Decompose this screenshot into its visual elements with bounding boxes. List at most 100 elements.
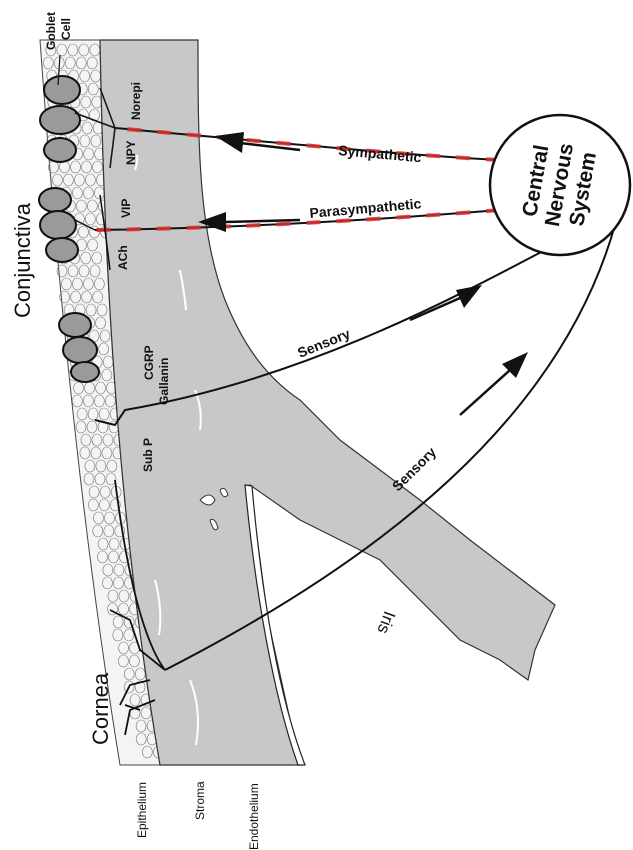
endothelium-layer — [244, 484, 306, 766]
npy-label: NPY — [124, 140, 138, 165]
iris-label: Iris — [373, 609, 399, 637]
keratocyte — [189, 679, 199, 746]
arrow-right-icon — [459, 369, 511, 416]
goblet-cell-cluster — [39, 75, 81, 163]
epithelial-cell — [88, 485, 100, 499]
sympathetic-nerve-dash — [114, 126, 501, 162]
epithelial-cell — [123, 615, 135, 629]
arrow-head — [456, 285, 482, 308]
epithelial-cell — [108, 550, 119, 564]
epithelial-cell — [42, 56, 54, 70]
epithelial-cell — [56, 43, 68, 57]
epithelial-cell — [103, 524, 115, 538]
gallanin-label: Gallanin — [157, 358, 171, 405]
arrow-right-icon — [409, 296, 461, 322]
epithelial-cell — [105, 394, 116, 408]
epithelial-cell — [134, 680, 146, 694]
epithelial-cell — [70, 160, 81, 174]
sensory-nerve-conjunctiva — [94, 249, 546, 427]
epithelial-cell — [118, 589, 130, 603]
epithelial-cell — [81, 121, 93, 135]
arrow-head — [215, 132, 244, 153]
epithelial-cell — [78, 264, 90, 278]
epithelial-cell — [89, 225, 100, 239]
cell-label: Cell — [59, 18, 73, 40]
epithelial-cell — [94, 394, 105, 408]
epithelial-cell — [87, 498, 99, 512]
epithelial-cell — [99, 485, 111, 499]
epithelial-cell — [81, 290, 92, 304]
epithelial-cell — [104, 511, 115, 525]
epithelial-cell — [83, 394, 94, 408]
epithelial-cell — [87, 407, 99, 421]
keratocyte — [154, 579, 162, 636]
epithelial-cell — [98, 498, 110, 512]
arrow-head — [198, 212, 226, 232]
epithelial-cell — [97, 550, 108, 564]
epithelial-cell — [91, 433, 103, 447]
epithelial-cell — [56, 264, 68, 278]
epithelial-cell — [52, 173, 63, 187]
sub-p-label: Sub P — [141, 438, 155, 472]
epithelial-cell — [95, 316, 106, 330]
epithelial-cell — [113, 576, 124, 590]
conjunctiva-label: Conjunctiva — [10, 202, 35, 318]
epithelial-cell — [101, 368, 113, 382]
parasympathetic-nerve-dash — [94, 208, 501, 232]
epithelial-cell — [105, 472, 117, 486]
epithelial-cell — [108, 537, 120, 551]
epithelial-cell — [67, 264, 79, 278]
epithelial-cell — [87, 199, 98, 213]
epithelial-cell — [85, 212, 96, 226]
epithelial-cell — [78, 225, 89, 239]
parasympathetic-branches — [74, 194, 111, 271]
goblet-cell-cluster — [38, 187, 79, 263]
epithelial-cell — [72, 186, 83, 200]
epithelial-cell — [83, 472, 95, 486]
epithelial-cell — [98, 342, 109, 356]
epithelial-cell — [94, 472, 106, 486]
epithelial-cell — [92, 160, 103, 174]
epithelial-cell — [80, 251, 92, 265]
epithelial-cell — [73, 381, 84, 395]
epithelial-cell — [107, 589, 119, 603]
epithelial-cell — [135, 732, 147, 746]
keratocyte — [179, 269, 187, 311]
corneal-nerve-branches — [109, 479, 166, 736]
stromal-cell-cluster — [199, 487, 229, 531]
epithelial-cell — [80, 95, 92, 109]
goblet-label: Goblet — [44, 12, 58, 50]
epithelial-cell — [102, 576, 113, 590]
epithelial-cell — [101, 446, 113, 460]
epithelial-cell — [129, 693, 141, 707]
epithelial-cell — [78, 43, 90, 57]
epithelial-cell — [142, 745, 153, 759]
epithelial-cell — [75, 420, 87, 434]
epithelial-cell — [83, 277, 94, 291]
epithelial-cell — [45, 43, 57, 57]
keratocyte — [194, 389, 202, 431]
goblet-cell-pointer — [57, 54, 61, 86]
epithelial-cell — [84, 459, 96, 473]
epithelial-cell — [95, 459, 107, 473]
epithelial-cell — [119, 550, 130, 564]
goblet-cell-cluster — [58, 312, 100, 383]
keratocyte — [134, 154, 139, 171]
epithelial-cell — [85, 173, 96, 187]
epithelial-cell — [64, 56, 76, 70]
epithelial-cell — [90, 134, 102, 148]
epithelial-cell — [118, 654, 129, 668]
epithelial-cell — [72, 277, 83, 291]
epithelial-cell — [96, 303, 108, 317]
epithelial-cell — [118, 641, 129, 655]
epithelial-cell — [106, 459, 118, 473]
cns-circle — [488, 113, 632, 257]
arrow-left-icon — [239, 141, 301, 152]
epithelial-cell — [59, 290, 70, 304]
epithelial-cell — [90, 446, 102, 460]
epithelial-cell — [63, 173, 74, 187]
sympathetic-branches — [74, 87, 116, 169]
epithelial-cell — [112, 615, 124, 629]
